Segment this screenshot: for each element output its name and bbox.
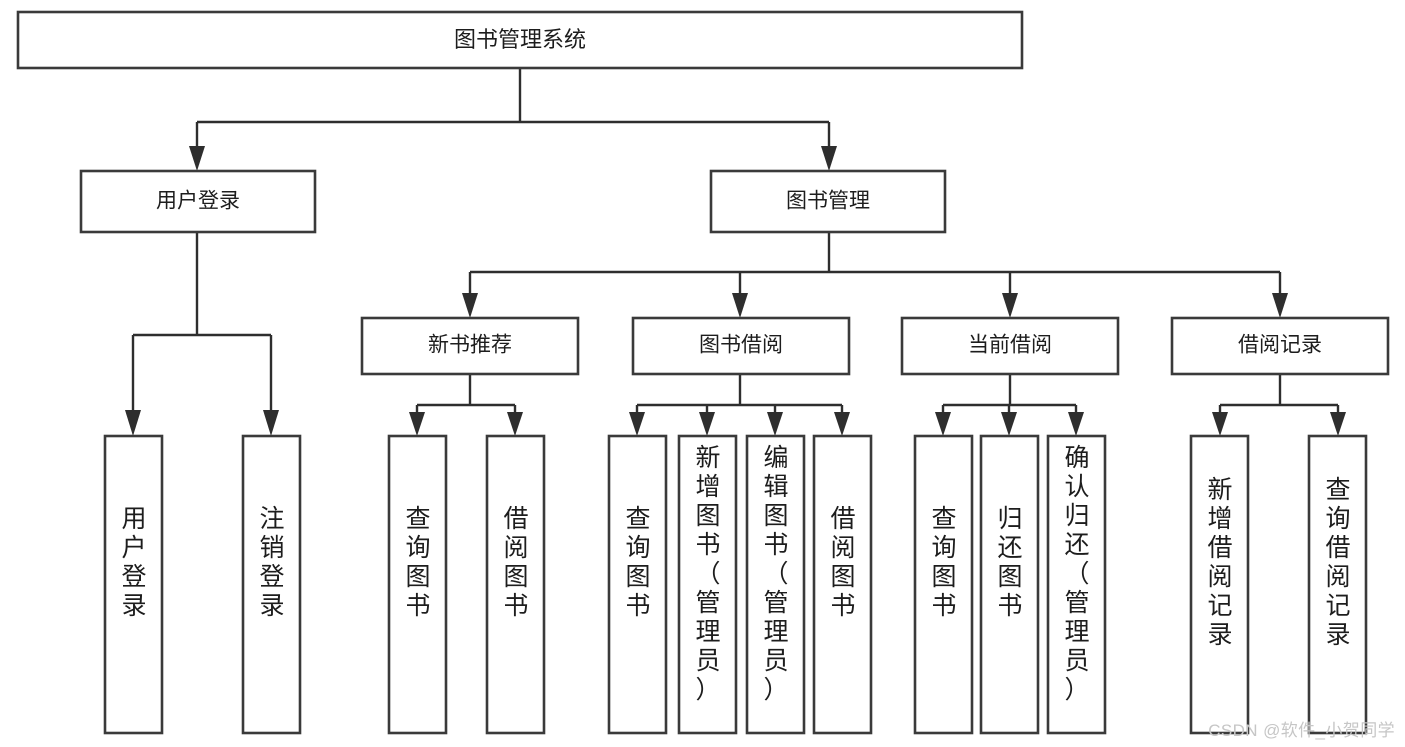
node-leaf-borrow-book-1-label: 借阅图书 [503, 505, 528, 620]
arrow-head-leaf-add-record [1212, 412, 1228, 436]
node-book-management-box[interactable] [709, 169, 947, 234]
node-leaf-query-book-2-box[interactable] [607, 434, 668, 735]
node-leaf-confirm-return-box[interactable] [1046, 434, 1107, 735]
node-leaf-query-book-3[interactable]: 查询图书 [913, 434, 974, 735]
node-leaf-edit-book-label: 编辑图书（管理员） [763, 444, 788, 704]
node-leaf-query-book-1-label: 查询图书 [405, 505, 430, 620]
arrow-head-borrow-record [1272, 293, 1288, 318]
node-leaf-borrow-book-1-box[interactable] [485, 434, 546, 735]
arrow-head-leaf-query-book-3 [935, 412, 951, 436]
arrow-head-leaf-borrow-book-2 [834, 412, 850, 436]
node-book-management[interactable]: 图书管理 [709, 169, 947, 234]
arrow-head-leaf-query-record [1330, 412, 1346, 436]
node-root-label: 图书管理系统 [454, 27, 586, 52]
node-current-borrow-box[interactable] [900, 316, 1120, 376]
arrow-head-book-management [821, 146, 837, 171]
node-current-borrow-label: 当前借阅 [968, 334, 1052, 357]
arrow-head-book-borrow [732, 293, 748, 318]
node-leaf-logout-login-box[interactable] [241, 434, 302, 735]
node-leaf-borrow-book-1[interactable]: 借阅图书 [485, 434, 546, 735]
node-book-borrow-box[interactable] [631, 316, 851, 376]
node-leaf-borrow-book-2-box[interactable] [812, 434, 873, 735]
node-leaf-logout-login-label: 注销登录 [259, 505, 284, 620]
node-leaf-add-book-box[interactable] [677, 434, 738, 735]
node-leaf-query-record[interactable]: 查询借阅记录 [1307, 434, 1368, 735]
arrow-head-leaf-edit-book [767, 412, 783, 436]
arrow-head-new-book-recommend [462, 293, 478, 318]
node-leaf-borrow-book-2-label: 借阅图书 [830, 505, 855, 620]
node-user-login-label: 用户登录 [156, 190, 240, 213]
node-borrow-record-box[interactable] [1170, 316, 1390, 376]
node-new-book-recommend-label: 新书推荐 [428, 334, 512, 357]
node-new-book-recommend-box[interactable] [360, 316, 580, 376]
node-leaf-user-login-box[interactable] [103, 434, 164, 735]
node-leaf-query-book-3-box[interactable] [913, 434, 974, 735]
node-root[interactable]: 图书管理系统 [16, 10, 1024, 70]
node-root-box[interactable] [16, 10, 1024, 70]
arrow-head-leaf-borrow-book-1 [507, 412, 523, 436]
node-leaf-query-book-2-label: 查询图书 [625, 505, 650, 620]
node-user-login[interactable]: 用户登录 [79, 169, 317, 234]
arrow-head-leaf-user-login [125, 410, 141, 436]
node-leaf-return-book-box[interactable] [979, 434, 1040, 735]
node-leaf-add-record-label: 新增借阅记录 [1207, 476, 1232, 649]
node-leaf-add-record-box[interactable] [1189, 434, 1250, 735]
node-leaf-query-record-label: 查询借阅记录 [1325, 476, 1350, 649]
node-leaf-query-book-1[interactable]: 查询图书 [387, 434, 448, 735]
arrow-head-leaf-add-book [699, 412, 715, 436]
arrow-head-leaf-confirm-return [1068, 412, 1084, 436]
arrow-head-leaf-return-book [1001, 412, 1017, 436]
node-book-borrow-label: 图书借阅 [699, 334, 783, 357]
arrow-head-current-borrow [1002, 293, 1018, 318]
node-new-book-recommend[interactable]: 新书推荐 [360, 316, 580, 376]
node-leaf-confirm-return[interactable]: 确认归还（管理员） [1046, 434, 1107, 735]
node-leaf-user-login[interactable]: 用户登录 [103, 434, 164, 735]
node-current-borrow[interactable]: 当前借阅 [900, 316, 1120, 376]
arrow-head-user-login [189, 146, 205, 171]
node-leaf-confirm-return-label: 确认归还（管理员） [1064, 444, 1089, 704]
node-borrow-record[interactable]: 借阅记录 [1170, 316, 1390, 376]
node-leaf-user-login-label: 用户登录 [121, 505, 146, 620]
arrow-head-leaf-query-book-2 [629, 412, 645, 436]
node-leaf-add-record[interactable]: 新增借阅记录 [1189, 434, 1250, 735]
arrow-head-leaf-logout-login [263, 410, 279, 436]
connector-layer [125, 68, 1346, 436]
node-leaf-borrow-book-2[interactable]: 借阅图书 [812, 434, 873, 735]
node-user-login-box[interactable] [79, 169, 317, 234]
node-leaf-query-book-1-box[interactable] [387, 434, 448, 735]
node-leaf-query-book-3-label: 查询图书 [931, 505, 956, 620]
node-leaf-edit-book[interactable]: 编辑图书（管理员） [745, 434, 806, 735]
node-book-management-label: 图书管理 [786, 190, 870, 213]
node-book-borrow[interactable]: 图书借阅 [631, 316, 851, 376]
node-leaf-add-book-label: 新增图书（管理员） [695, 444, 720, 704]
node-leaf-edit-book-box[interactable] [745, 434, 806, 735]
arrow-head-leaf-query-book-1 [409, 412, 425, 436]
node-borrow-record-label: 借阅记录 [1238, 334, 1322, 357]
node-leaf-logout-login[interactable]: 注销登录 [241, 434, 302, 735]
node-leaf-query-book-2[interactable]: 查询图书 [607, 434, 668, 735]
node-leaf-query-record-box[interactable] [1307, 434, 1368, 735]
node-leaf-return-book-label: 归还图书 [997, 505, 1022, 620]
node-leaf-return-book[interactable]: 归还图书 [979, 434, 1040, 735]
node-leaf-add-book[interactable]: 新增图书（管理员） [677, 434, 738, 735]
